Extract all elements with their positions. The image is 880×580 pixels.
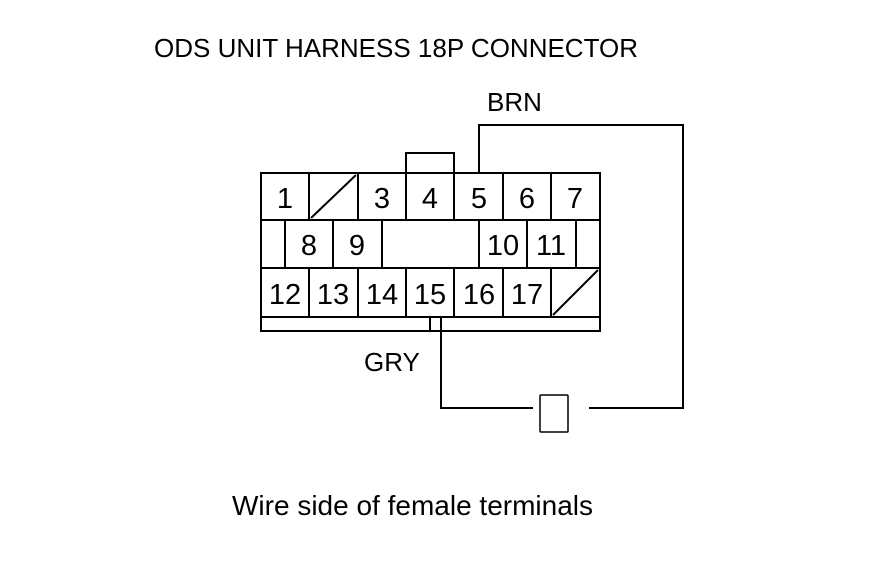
- pin-labels: 1 3 4 5 6 7 8 9 10 11 12 13 14 15 16 17: [269, 183, 583, 311]
- pin-label: 14: [366, 279, 398, 311]
- jumper-terminal: [539, 394, 569, 433]
- pin-label: 10: [487, 230, 519, 262]
- pin-label: 15: [414, 279, 446, 311]
- gry-wire-label: GRY: [364, 347, 420, 377]
- pin-label: 17: [511, 279, 543, 311]
- blank-pin-18-slash: [552, 269, 599, 316]
- brn-wire: [478, 124, 684, 409]
- pin-label: 3: [374, 183, 390, 215]
- row-2-dividers: [284, 220, 577, 268]
- pin-label: 11: [536, 230, 566, 262]
- brn-wire-label: BRN: [487, 87, 542, 117]
- diagram-title: ODS UNIT HARNESS 18P CONNECTOR: [154, 33, 638, 63]
- gry-wire: [440, 331, 533, 409]
- pin-label: 9: [349, 230, 365, 262]
- pin-label: 12: [269, 279, 301, 311]
- pin-label: 6: [519, 183, 535, 215]
- diagram-caption: Wire side of female terminals: [232, 490, 594, 521]
- connector-lock-tab: [405, 152, 455, 174]
- pin-label: 5: [471, 183, 487, 215]
- pin-label: 4: [422, 183, 438, 215]
- row-3-dividers: [308, 268, 552, 317]
- row-1-dividers: [308, 173, 552, 220]
- pin-label: 1: [277, 183, 293, 215]
- pin-label: 7: [567, 183, 583, 215]
- pin-label: 8: [301, 230, 317, 262]
- pin-label: 16: [463, 279, 495, 311]
- blank-pin-2-slash: [310, 174, 357, 219]
- pin-label: 13: [317, 279, 349, 311]
